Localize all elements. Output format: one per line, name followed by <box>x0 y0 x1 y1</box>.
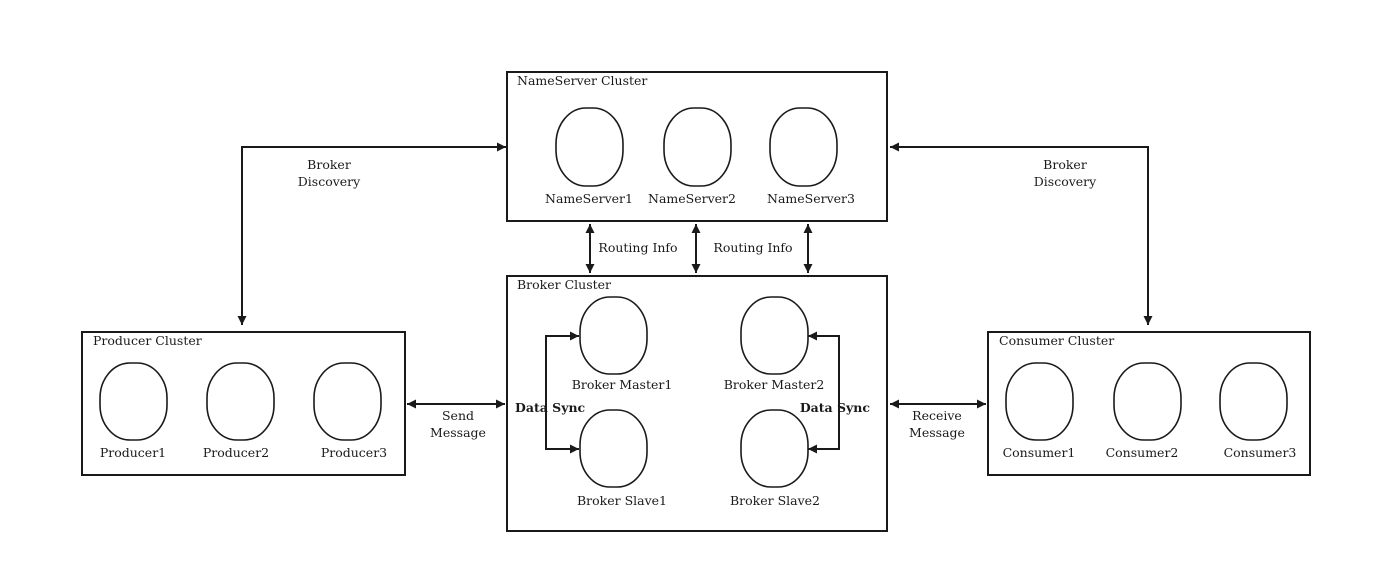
broker-master-1-label: Broker Master1 <box>572 377 673 392</box>
consumer-cluster-title: Consumer Cluster <box>999 333 1114 348</box>
broker-slave-1-label: Broker Slave1 <box>577 493 667 508</box>
nameserver-3-label: NameServer3 <box>767 191 855 206</box>
routing-info-label-2: Routing Info <box>713 240 792 255</box>
broker-cluster: Broker Cluster Broker Master1 Broker Mas… <box>506 275 888 532</box>
producer-2-label: Producer2 <box>203 445 269 460</box>
data-sync-arrow-left <box>545 331 579 454</box>
broker-master-1-node <box>579 296 648 375</box>
nameserver-cluster-title: NameServer Cluster <box>517 73 647 88</box>
consumer-3-label: Consumer3 <box>1224 445 1297 460</box>
nameserver-2-label: NameServer2 <box>648 191 736 206</box>
consumer-discovery-label-line2: Discovery <box>1034 174 1097 189</box>
broker-slave-1-node <box>579 409 648 488</box>
broker-slave-2-label: Broker Slave2 <box>730 493 820 508</box>
consumer-2-label: Consumer2 <box>1106 445 1179 460</box>
producer-cluster-title: Producer Cluster <box>93 333 202 348</box>
broker-cluster-title: Broker Cluster <box>517 277 611 292</box>
consumer-cluster: Consumer Cluster Consumer1 Consumer2 Con… <box>987 331 1311 476</box>
data-sync-label-right: Data Sync <box>800 400 871 415</box>
consumer-1-label: Consumer1 <box>1003 445 1076 460</box>
consumer-node-3 <box>1219 362 1288 441</box>
consumer-discovery-arrow <box>890 142 1153 325</box>
producer-discovery-label-line1: Broker <box>307 157 351 172</box>
producer-3-label: Producer3 <box>321 445 387 460</box>
producer-node-3 <box>313 362 382 441</box>
producer-cluster: Producer Cluster Producer1 Producer2 Pro… <box>81 331 406 476</box>
broker-slave-2-node <box>740 409 809 488</box>
consumer-node-2 <box>1113 362 1182 441</box>
nameserver-node-2 <box>663 107 732 187</box>
producer-1-label: Producer1 <box>100 445 166 460</box>
producer-discovery-label-line2: Discovery <box>298 174 361 189</box>
data-sync-label-left: Data Sync <box>515 400 586 415</box>
receive-message-label-line2: Message <box>909 425 965 440</box>
broker-master-2-node <box>740 296 809 375</box>
nameserver-node-1 <box>555 107 624 187</box>
producer-node-2 <box>206 362 275 441</box>
consumer-discovery-label-line1: Broker <box>1043 157 1087 172</box>
nameserver-1-label: NameServer1 <box>545 191 633 206</box>
receive-message-label-line1: Receive <box>912 408 962 423</box>
nameserver-cluster: NameServer Cluster NameServer1 NameServe… <box>506 71 888 222</box>
broker-master-2-label: Broker Master2 <box>724 377 825 392</box>
send-message-label-line2: Message <box>430 425 486 440</box>
consumer-node-1 <box>1005 362 1074 441</box>
routing-info-label-1: Routing Info <box>598 240 677 255</box>
producer-node-1 <box>99 362 168 441</box>
data-sync-arrow-right <box>808 331 840 454</box>
nameserver-node-3 <box>769 107 838 187</box>
send-message-label-line1: Send <box>442 408 474 423</box>
producer-discovery-arrow <box>237 142 506 325</box>
